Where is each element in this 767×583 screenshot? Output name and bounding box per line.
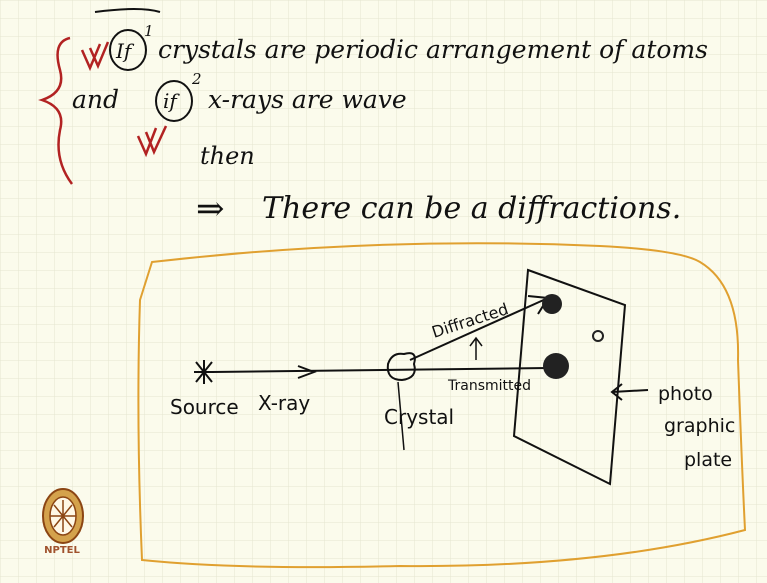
- line1-text: crystals are periodic arrangement of ato…: [158, 35, 708, 64]
- circle-if-1: [109, 29, 147, 71]
- nptel-logo-icon: [42, 488, 84, 544]
- plate-label-2: graphic: [664, 415, 735, 437]
- red-brace: [38, 36, 74, 185]
- diffracted-beam: [409, 297, 549, 361]
- source-label: Source: [170, 395, 239, 419]
- if-word-1: If: [115, 39, 135, 63]
- line3-then: then: [200, 142, 255, 170]
- line2-and: and: [72, 85, 119, 114]
- angle-arrow: [469, 336, 483, 360]
- source-star-icon: [194, 360, 214, 384]
- xray-beam: [211, 367, 549, 373]
- xray-label: X-ray: [258, 391, 310, 415]
- photographic-plate: [512, 268, 627, 486]
- orange-frame: [137, 242, 747, 569]
- plate-label-3: plate: [684, 449, 732, 471]
- plate-label-1: photo: [658, 383, 713, 405]
- crystal-label: Crystal: [384, 405, 454, 429]
- small-spot: [592, 330, 604, 342]
- partial-stroke: [94, 8, 161, 13]
- crystal-shape: [386, 352, 416, 382]
- circle-if-2: [155, 80, 193, 122]
- marker-2: 2: [191, 70, 202, 88]
- beam-arrowhead: [297, 365, 317, 379]
- red-check-2: [136, 125, 168, 158]
- implies-arrow: ⇒: [196, 189, 225, 229]
- plate-pointer-arrow: [610, 383, 649, 401]
- crystal-pointer: [397, 381, 405, 451]
- red-check-1: [80, 41, 110, 72]
- transmitted-spot: [543, 353, 569, 379]
- line2-text: x-rays are wave: [208, 85, 407, 114]
- marker-1: 1: [144, 22, 154, 40]
- transmitted-label: Transmitted: [447, 378, 531, 394]
- line4-text: There can be a diffractions.: [262, 191, 681, 226]
- nptel-logo-text: NPTEL: [44, 545, 80, 556]
- if-word-2: if: [163, 89, 180, 113]
- diffracted-spot: [542, 294, 562, 314]
